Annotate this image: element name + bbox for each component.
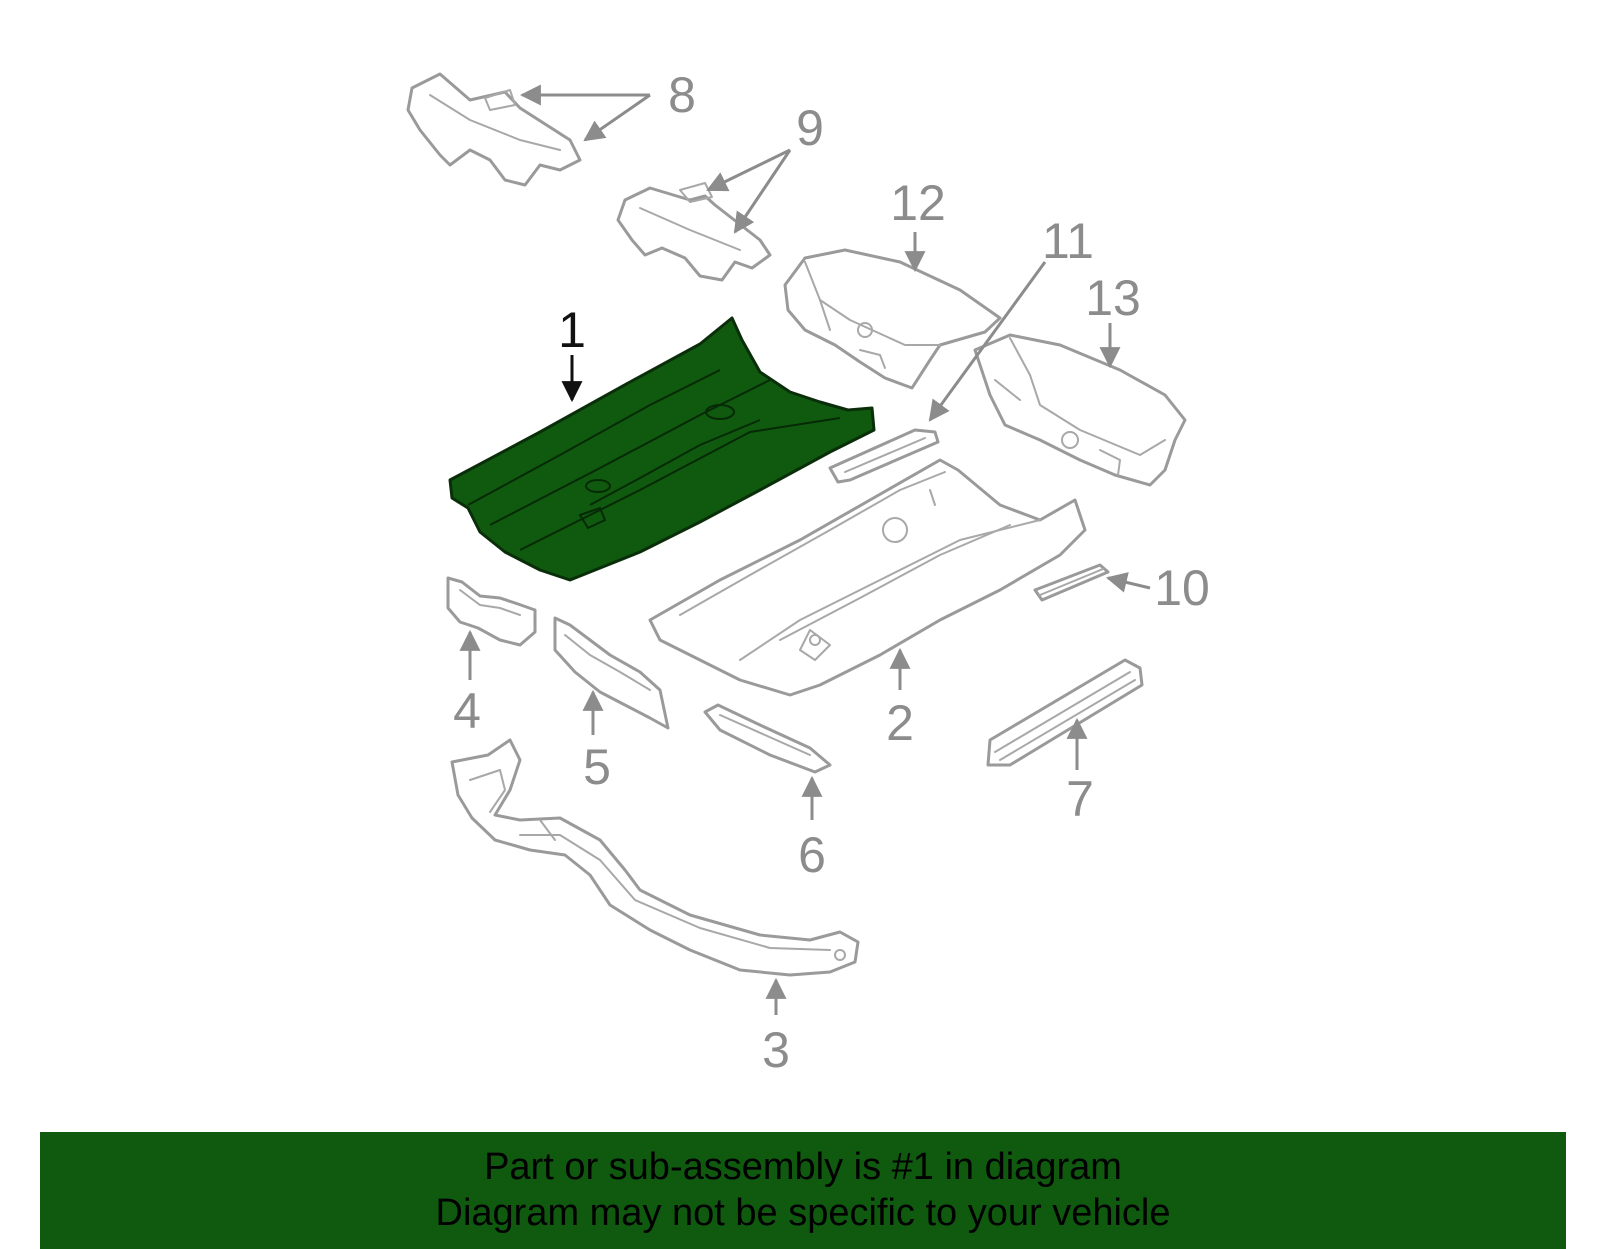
callout-4: 4: [453, 683, 481, 739]
callout-1: 1: [558, 302, 586, 358]
part-8-crossmember[interactable]: [406, 72, 582, 187]
part-5-bracket[interactable]: [553, 616, 670, 730]
callout-6: 6: [798, 827, 826, 883]
info-banner: Part or sub-assembly is #1 in diagram Di…: [40, 1132, 1566, 1249]
callout-11: 11: [1042, 213, 1094, 269]
callout-8: 8: [668, 67, 696, 123]
part-12-rear-floor-pan[interactable]: [783, 248, 1002, 390]
callout-10: 10: [1154, 560, 1210, 616]
callout-5: 5: [583, 739, 611, 795]
callout-labels: 1 2 3 4 5 6 7 8 9 10 11 12 13: [453, 67, 1210, 1078]
part-9-crossmember[interactable]: [616, 182, 772, 282]
part-13-rear-floor-pan[interactable]: [973, 333, 1187, 487]
part-3-crossmember[interactable]: [450, 738, 860, 977]
part-7-sill-reinforcement[interactable]: [986, 658, 1144, 767]
part-6-bracket[interactable]: [703, 703, 832, 774]
part-1-front-floor-pan[interactable]: [448, 316, 876, 582]
parts-diagram: 1 2 3 4 5 6 7 8 9 10 11 12 13: [406, 67, 1210, 1078]
callout-9: 9: [796, 100, 824, 156]
callout-13: 13: [1085, 270, 1141, 326]
banner-line-1: Part or sub-assembly is #1 in diagram: [484, 1146, 1122, 1188]
part-4-bracket[interactable]: [446, 576, 537, 647]
part-11-bracket[interactable]: [828, 428, 940, 484]
callout-12: 12: [890, 175, 946, 231]
callout-2: 2: [886, 695, 914, 751]
callout-7: 7: [1066, 771, 1094, 827]
banner-line-2: Diagram may not be specific to your vehi…: [435, 1192, 1171, 1234]
leader-lines: [459, 84, 1151, 1015]
callout-3: 3: [762, 1022, 790, 1078]
part-2-floor-pan[interactable]: [648, 458, 1087, 697]
part-10-rail[interactable]: [1033, 563, 1110, 602]
